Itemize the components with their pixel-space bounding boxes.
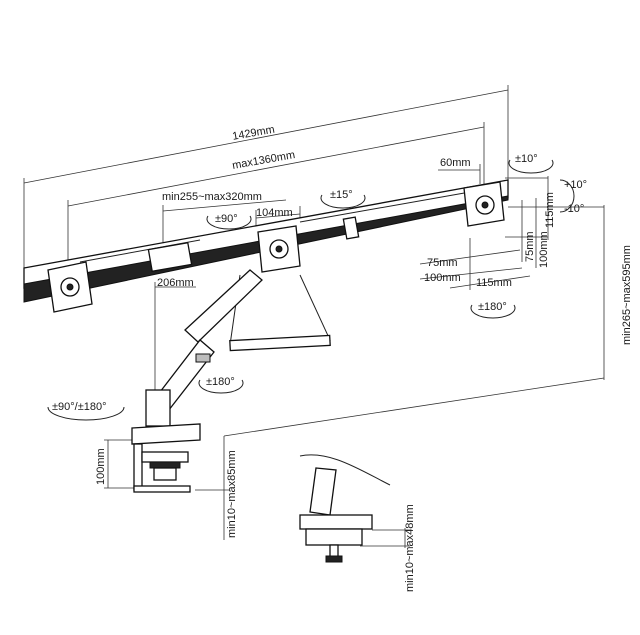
label-vesa-100-h: 100mm [424, 272, 461, 284]
vesa-plate-right [463, 181, 505, 227]
rotation-arcs [47, 159, 575, 421]
label-vesa-100-v: 100mm [538, 231, 550, 268]
label-tilt-up: +10° [564, 179, 587, 191]
label-arm-range: min255~max320mm [162, 191, 262, 203]
desk-clamp [131, 423, 201, 493]
label-rotate-arm: ±180° [206, 376, 235, 388]
label-center-offset: 104mm [256, 207, 293, 219]
label-vesa-75-v: 75mm [524, 231, 536, 262]
label-tilt-down: -10° [564, 203, 584, 215]
label-tilt-top: ±10° [515, 153, 538, 165]
label-base-rotate: ±90°/±180° [52, 401, 107, 413]
vesa-plate-left [47, 261, 93, 313]
label-plate-height: 115mm [544, 192, 556, 228]
label-grommet-range: min10~max48mm [404, 504, 416, 592]
label-swivel-90: ±90° [215, 213, 238, 225]
vesa-plate-center [257, 225, 301, 273]
support-stand [229, 274, 331, 352]
label-rotate-right: ±180° [478, 301, 507, 313]
label-pan-15: ±15° [330, 189, 353, 201]
label-total-width: 1429mm [231, 124, 275, 143]
gas-spring-arm [145, 269, 263, 427]
dimension-lines [23, 85, 605, 548]
label-height-range: min265~max595mm [621, 245, 633, 345]
label-vesa-spacing: 60mm [440, 157, 471, 169]
grommet-inset [299, 454, 391, 563]
label-vesa-75-h: 75mm [427, 257, 458, 269]
label-clamp-height: 100mm [95, 448, 107, 485]
label-arm-drop: 206mm [157, 277, 194, 289]
label-desk-clamp-range: min10~max85mm [226, 450, 238, 538]
label-plate-width: 115mm [476, 277, 512, 289]
angle-labels: ±10° +10° -10° ±15° ±90° ±180° ±180° ±90… [52, 153, 587, 413]
